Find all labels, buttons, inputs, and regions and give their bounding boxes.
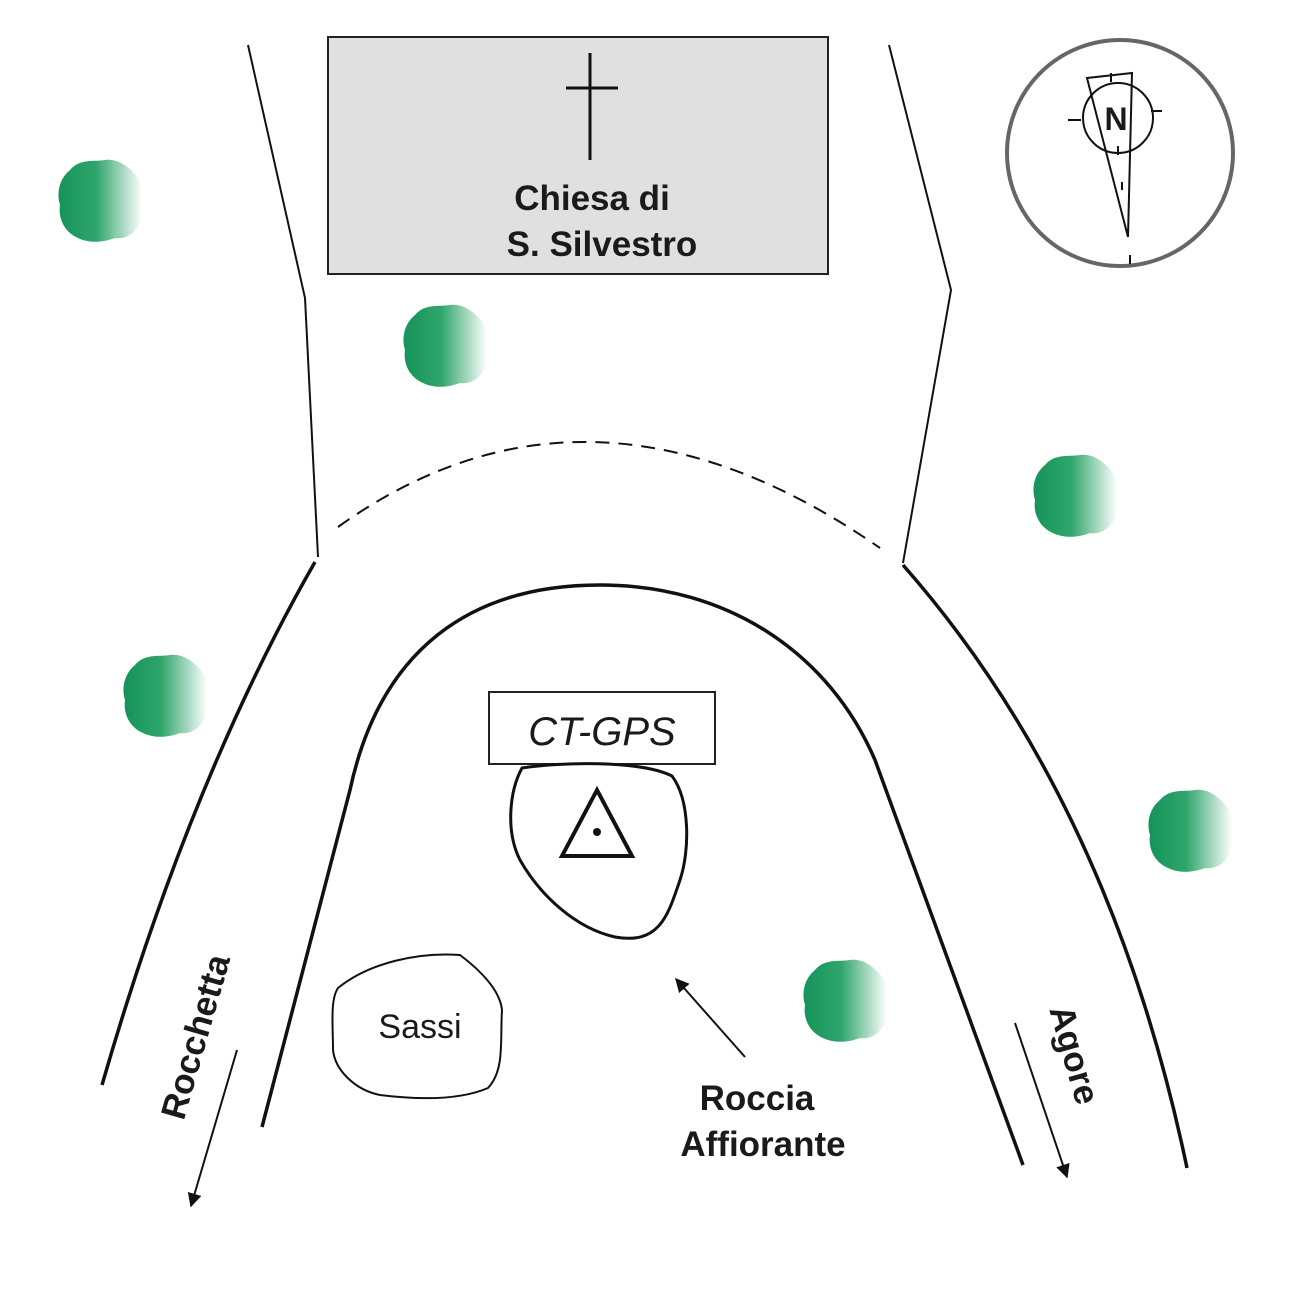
road-edge-left — [247, 44, 319, 558]
benchmark-triangle-icon — [558, 785, 636, 858]
stones-label: Sassi — [378, 1008, 461, 1046]
church: Chiesa di S. Silvestro — [327, 36, 829, 275]
flow-arrow-agore — [1014, 1022, 1070, 1179]
outcrop-pointer-arrow — [675, 977, 746, 1058]
tree-icon — [403, 304, 488, 387]
road-edge-right — [888, 44, 953, 564]
stones-outline — [331, 953, 504, 1100]
compass-rose: N — [1005, 38, 1235, 268]
tree-icon — [123, 654, 208, 737]
church-name-line1: Chiesa di — [514, 179, 670, 218]
river-label-rocchetta: Rocchetta — [154, 950, 238, 1124]
tree-icon — [1148, 789, 1233, 872]
outcrop-label-line2: Affiorante — [680, 1125, 845, 1164]
river-bank-right — [901, 563, 1189, 1169]
flow-arrow-rocchetta — [187, 1049, 238, 1208]
outcrop-label-line1: Roccia — [700, 1079, 815, 1118]
river-bank-inner — [260, 583, 1025, 1166]
station-label: CT-GPS — [528, 710, 676, 754]
gps-station: CT-GPS — [488, 691, 716, 940]
dashed-boundary — [337, 440, 881, 549]
church-name-line2: S. Silvestro — [507, 225, 698, 264]
tree-icon — [58, 159, 143, 242]
rock-outcrop-outline — [509, 762, 689, 940]
river-label-agore: Agore — [1041, 1001, 1106, 1109]
tree-icon — [803, 959, 888, 1042]
river-bank-left — [100, 561, 317, 1086]
north-label: N — [1104, 101, 1127, 137]
tree-icon — [1033, 454, 1118, 537]
